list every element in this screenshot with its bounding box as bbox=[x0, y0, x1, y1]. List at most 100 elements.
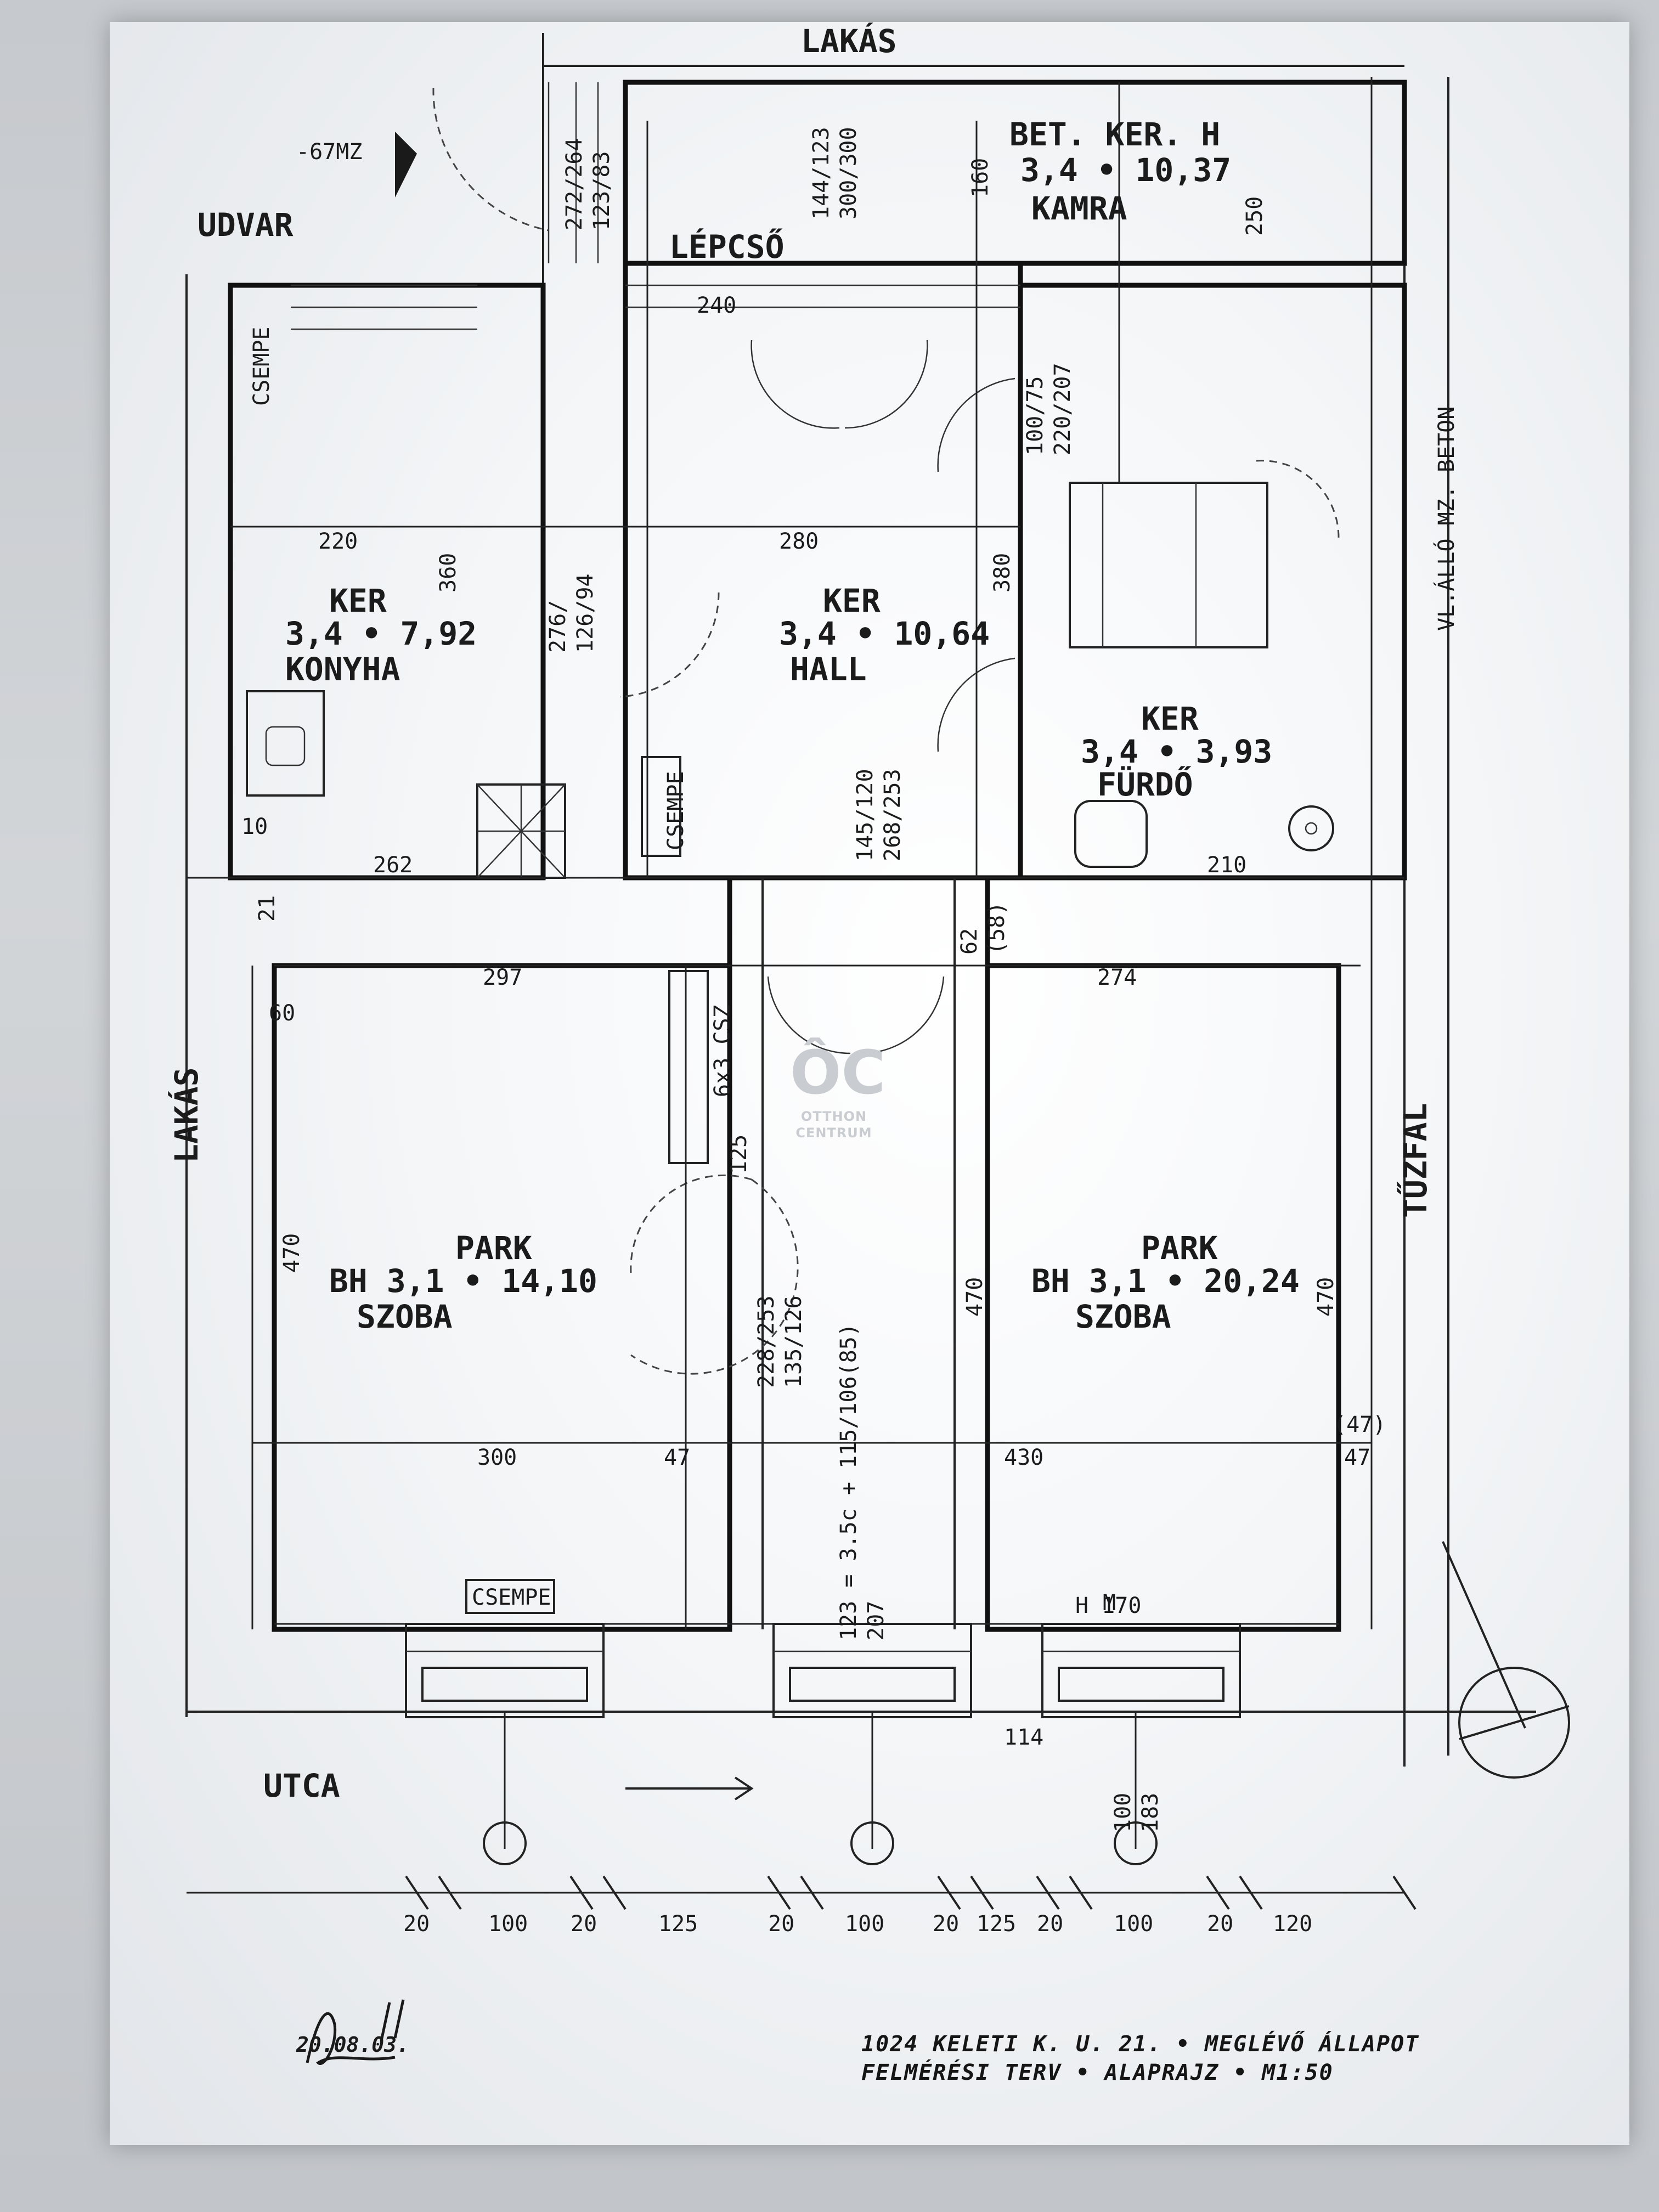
room-size: BH 3,1 • 14,10 bbox=[329, 1262, 597, 1300]
misc-dims: 47 47 60 21 10 125 100 183 62 (58) H 170… bbox=[241, 814, 1386, 1832]
watermark-logo: ÔC OTTHON CENTRUM bbox=[790, 1037, 886, 1185]
facade-windows bbox=[405, 1623, 1241, 1718]
dim-text: 210 bbox=[1207, 853, 1246, 878]
dim-text: 274 bbox=[1097, 965, 1137, 990]
dim-text: 470 bbox=[962, 1277, 988, 1317]
opening-dims: 145/120 268/253 228/253 135/126 276/ 126… bbox=[545, 127, 1075, 1640]
room-floor: PARK bbox=[1141, 1229, 1218, 1267]
room-name: HALL bbox=[790, 651, 867, 688]
plan-labels: LAKÁS LAKÁS UDVAR UTCA TŰZFAL LÉPCSŐ 6x3… bbox=[167, 22, 1459, 1937]
dim-text: 250 bbox=[1242, 196, 1267, 236]
logo-mark: ÔC bbox=[790, 1037, 886, 1108]
room-size: 3,4 • 7,92 bbox=[285, 615, 477, 652]
dim-text: H 170 bbox=[1075, 1593, 1141, 1618]
dim-text: 228/253 bbox=[754, 1295, 779, 1388]
room-hall: HALL 3,4 • 10,64 KER bbox=[779, 582, 990, 688]
dim-text: 10 bbox=[241, 814, 268, 839]
dim-text: 470 bbox=[1313, 1277, 1339, 1317]
dim-text: 100 bbox=[1114, 1911, 1153, 1937]
door-swings bbox=[432, 87, 1340, 1375]
dim-text: 430 bbox=[1004, 1445, 1043, 1470]
room-size: 3,4 • 10,64 bbox=[779, 615, 990, 652]
room-width-dims: 220 280 300 430 297 274 262 240 210 bbox=[318, 293, 1246, 1470]
label-stair: LÉPCSŐ bbox=[669, 228, 785, 266]
signature bbox=[306, 1999, 405, 2066]
dim-text: 135/126 bbox=[781, 1295, 806, 1388]
dim-text: 20 bbox=[1037, 1911, 1063, 1937]
title-block: 1024 KELETI K. U. 21. • MEGLÉVŐ ÁLLAPOT … bbox=[861, 2030, 1580, 2090]
signature-date: 20.08.03. bbox=[296, 2033, 409, 2057]
dim-text: 276/ bbox=[545, 600, 571, 653]
label-courtyard: UDVAR bbox=[198, 206, 294, 244]
dim-text: 470 bbox=[279, 1233, 304, 1273]
title-line-2: FELMÉRÉSI TERV • ALAPRAJZ • M1:50 bbox=[861, 2060, 1334, 2085]
dim-text: 183 bbox=[1138, 1793, 1163, 1832]
dim-text: 20 bbox=[403, 1911, 430, 1937]
dim-text: 123/83 bbox=[589, 151, 614, 231]
room-name: KONYHA bbox=[285, 651, 400, 688]
dimension-lines bbox=[187, 77, 1404, 1894]
dim-text: 240 bbox=[697, 293, 736, 318]
label-firewall: TŰZFAL bbox=[1396, 1103, 1434, 1218]
dim-text: 145/120 bbox=[853, 769, 878, 861]
north-arrow bbox=[1442, 1541, 1570, 1779]
room-size: 3,4 • 10,37 bbox=[1020, 151, 1231, 189]
title-line-1: 1024 KELETI K. U. 21. • MEGLÉVŐ ÁLLAPOT bbox=[861, 2032, 1420, 2057]
room-floor: BET. KER. H bbox=[1009, 116, 1220, 153]
dim-text: 144/123 bbox=[809, 127, 834, 219]
label-cabinet: 6x3 CSZ bbox=[710, 1005, 735, 1097]
dim-text: 160 bbox=[968, 158, 993, 198]
room-floor: KER bbox=[823, 582, 881, 619]
label-slab: VL.ÁLLÓ MZ. BETON bbox=[1433, 407, 1459, 631]
dim-text: 100/75 bbox=[1023, 376, 1048, 456]
label-window-mark: M bbox=[1103, 1590, 1116, 1616]
room-left-bedroom: SZOBA BH 3,1 • 14,10 PARK bbox=[329, 1229, 597, 1335]
logo-text: OTTHON CENTRUM bbox=[790, 1108, 878, 1141]
dim-text: 262 bbox=[373, 853, 413, 878]
room-floor: KER bbox=[1141, 700, 1199, 737]
dim-text: (47) bbox=[1333, 1412, 1386, 1437]
label-tiles-2: CSEMPE bbox=[472, 1585, 551, 1610]
dim-text: 60 bbox=[269, 1001, 295, 1026]
room-name: FÜRDŐ bbox=[1097, 765, 1193, 803]
dim-text: 220 bbox=[318, 529, 358, 554]
dim-text: 300/300 bbox=[836, 127, 861, 219]
room-floor: PARK bbox=[455, 1229, 532, 1267]
bathroom-fixtures bbox=[1069, 482, 1334, 868]
paper-sheet bbox=[110, 22, 1629, 2145]
dim-text: 272/264 bbox=[562, 138, 587, 230]
dim-text: 47 bbox=[1344, 1445, 1370, 1470]
dim-text: 20 bbox=[768, 1911, 794, 1937]
dim-text: 123 = 3.5c + 115/106(85) bbox=[836, 1323, 861, 1640]
stair-lines bbox=[291, 82, 1020, 330]
label-elevation: -67MZ bbox=[296, 139, 362, 165]
dim-text: 62 bbox=[957, 928, 982, 955]
room-bathroom: FÜRDŐ 3,4 • 3,93 KER bbox=[1081, 700, 1272, 803]
dim-text: 126/94 bbox=[573, 574, 598, 653]
dimension-ticks bbox=[405, 1875, 1417, 1910]
dim-text: 21 bbox=[255, 895, 280, 922]
label-street: UTCA bbox=[263, 1767, 340, 1804]
dim-text: 20 bbox=[933, 1911, 959, 1937]
room-pantry: KAMRA 3,4 • 10,37 BET. KER. H bbox=[1009, 116, 1231, 227]
dim-text: 114 bbox=[1004, 1725, 1043, 1750]
bottom-dimension-chain: 20 100 20 125 20 100 20 125 20 100 20 12… bbox=[403, 1911, 1312, 1937]
room-name: SZOBA bbox=[357, 1298, 453, 1335]
dim-text: 380 bbox=[990, 553, 1015, 592]
room-name: KAMRA bbox=[1031, 190, 1127, 227]
outer-frame bbox=[185, 33, 1536, 1767]
dim-text: 125 bbox=[726, 1135, 752, 1174]
dim-text: 207 bbox=[864, 1601, 889, 1640]
dim-text: 120 bbox=[1273, 1911, 1312, 1937]
room-size: 3,4 • 3,93 bbox=[1081, 733, 1272, 770]
corridor-cabinet bbox=[465, 970, 709, 1614]
slope-arrow bbox=[625, 1776, 754, 1801]
label-left-neighbor: LAKÁS bbox=[167, 1067, 205, 1163]
kitchen-fixtures bbox=[246, 690, 681, 879]
dim-text: 280 bbox=[779, 529, 819, 554]
label-top-neighbor: LAKÁS bbox=[801, 22, 897, 60]
dim-text: 268/253 bbox=[880, 769, 905, 861]
label-tiles-3: CSEMPE bbox=[249, 327, 274, 407]
label-tiles-1: CSEMPE bbox=[663, 771, 689, 851]
